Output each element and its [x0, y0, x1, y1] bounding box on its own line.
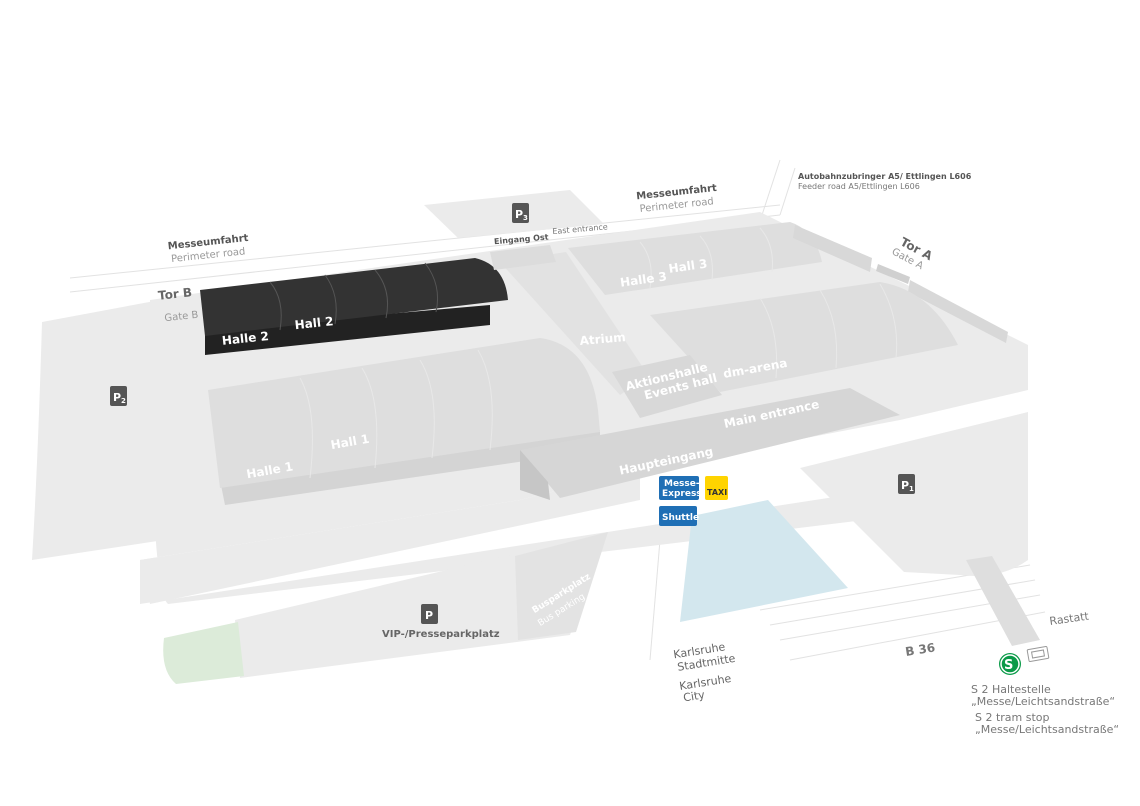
lake — [680, 500, 848, 622]
parking-p2-icon: P 2 — [110, 386, 127, 406]
svg-text:TAXI: TAXI — [707, 488, 727, 497]
parking-area-p1 — [800, 412, 1028, 576]
city-en-2: City — [682, 688, 706, 704]
city-en-1: Karlsruhe — [678, 672, 732, 693]
taxi-badge: TAXI — [705, 476, 728, 500]
svg-text:Express: Express — [662, 489, 702, 499]
tram-ramp — [966, 556, 1040, 646]
hall-2-label: Hall 2 — [294, 314, 334, 332]
lower-ground — [140, 470, 640, 604]
parking-p1-icon: P 1 — [898, 474, 915, 494]
hall-3-label: Hall 3 — [668, 257, 708, 276]
svg-text:3: 3 — [523, 214, 528, 222]
svg-text:P: P — [901, 479, 909, 492]
svg-text:Messe-: Messe- — [664, 479, 700, 489]
vip-parking-label: VIP-/Presseparkplatz — [382, 629, 500, 640]
parking-area-p2 — [32, 300, 164, 560]
tor-b-label: Tor B — [157, 285, 192, 302]
s-bahn-icon: S — [999, 653, 1021, 675]
aktionshalle-building — [612, 355, 722, 418]
halle-3-label: Halle 3 — [619, 269, 668, 289]
east-entrance-building — [490, 245, 556, 270]
tram-stop-en-1: S 2 tram stop — [975, 711, 1050, 724]
hall-1-label: Hall 1 — [330, 432, 371, 453]
halle-1-building — [208, 338, 600, 505]
gate-a-structure — [793, 225, 872, 272]
halle-2-label: Halle 2 — [221, 329, 269, 348]
gate-b-label: Gate B — [164, 310, 199, 325]
halle-3-building — [568, 222, 822, 295]
rastatt-label: Rastatt — [1049, 609, 1091, 627]
svg-text:Shuttle: Shuttle — [662, 513, 699, 523]
feeder-road-de: Autobahnzubringer A5/ Ettlingen L606 — [798, 172, 972, 181]
dm-arena-building — [650, 282, 958, 392]
atrium-building — [500, 252, 648, 395]
tram-icon — [1026, 646, 1050, 662]
gate-a-strip — [876, 264, 910, 284]
east-building-strip — [908, 280, 1008, 343]
main-entrance-building — [520, 388, 900, 498]
tram-stop-en-2: „Messe/Leichtsandstraße“ — [975, 723, 1119, 736]
atrium-label: Atrium — [579, 330, 626, 348]
main-entrance-front — [520, 450, 550, 500]
b36-label: B 36 — [904, 640, 936, 659]
green-area — [163, 622, 244, 684]
svg-text:2: 2 — [121, 397, 126, 405]
svg-text:S: S — [1004, 658, 1013, 673]
svg-text:P: P — [113, 391, 121, 404]
svg-text:P: P — [515, 208, 523, 221]
halle-2-building — [200, 258, 508, 355]
parking-p3-icon: P 3 — [512, 203, 529, 223]
tram-stop-de-1: S 2 Haltestelle — [971, 683, 1051, 696]
bus-parking-area — [515, 532, 608, 640]
feeder-road-en: Feeder road A5/Ettlingen L606 — [798, 182, 920, 191]
svg-text:1: 1 — [909, 485, 914, 493]
shuttle-badge: Shuttle — [659, 506, 699, 526]
tram-stop-de-2: „Messe/Leichtsandstraße“ — [971, 695, 1115, 708]
svg-text:P: P — [425, 609, 433, 622]
messe-express-badge: Messe- Express — [659, 476, 702, 500]
parking-vip-icon: P — [421, 604, 438, 624]
